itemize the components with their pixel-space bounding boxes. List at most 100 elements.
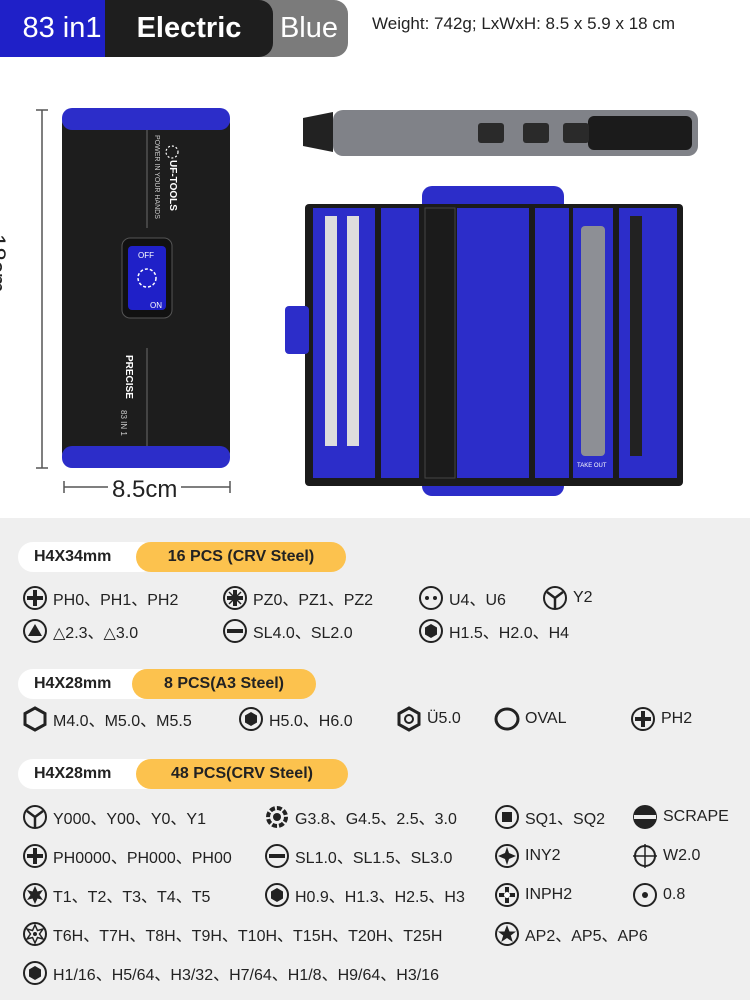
bit-item: W2.0	[632, 843, 700, 869]
bit-label: SQ1、SQ2	[525, 811, 606, 828]
scrape-icon	[633, 805, 657, 829]
type-tag: Electric	[105, 0, 273, 57]
bit-label: OVAL	[525, 710, 567, 727]
product-image-area: 83 in1 Blue Electric Weight: 742g; LxWxH…	[0, 0, 698, 504]
bit-item: PH2	[630, 706, 692, 732]
bit-label: PH2	[661, 710, 693, 727]
bit-label: Y2	[573, 589, 593, 606]
group-count-badge: 8 PCS(A3 Steel)	[132, 669, 316, 699]
bit-item: SCRAPE	[632, 804, 729, 830]
bit-item: H0.9、H1.3、H2.5、H3	[264, 882, 465, 908]
bit-item: PZ0、PZ1、PZ2	[222, 585, 373, 611]
hex-icon	[239, 707, 263, 731]
case-on-label: ON	[150, 301, 162, 310]
bit-label: H5.0、H6.0	[269, 713, 353, 730]
electric-screwdriver-image	[303, 110, 698, 156]
hex-hollow-icon	[397, 706, 421, 732]
tri-wing-icon	[495, 844, 519, 868]
bit-label: SL4.0、SL2.0	[253, 625, 353, 642]
triangle-icon	[23, 619, 47, 643]
bit-label: T6H、T7H、T8H、T9H、T10H、T15H、T20H、T25H	[53, 928, 443, 945]
oval-icon	[494, 707, 520, 731]
width-label: 8.5cm	[108, 476, 182, 504]
bit-label: PZ0、PZ1、PZ2	[253, 592, 374, 609]
hex-socket-icon	[23, 706, 47, 732]
crosshair-icon	[633, 844, 657, 868]
bit-label: Ü5.0	[427, 710, 461, 727]
bit-label: M4.0、M5.0、M5.5	[53, 713, 192, 730]
height-label: 18cm	[0, 230, 10, 297]
phillips-icon	[631, 707, 655, 731]
case-count: 83 IN 1	[119, 410, 128, 436]
bit-item: PH0、PH1、PH2	[22, 585, 178, 611]
group-count-badge: 16 PCS (CRV Steel)	[136, 542, 346, 572]
pozidriv-icon	[223, 586, 247, 610]
bit-item: G3.8、G4.5、2.5、3.0	[264, 804, 457, 830]
y-tip-icon	[543, 586, 567, 610]
spec-text: Weight: 742g; LxWxH: 8.5 x 5.9 x 18 cm	[372, 14, 675, 33]
bit-item: H5.0、H6.0	[238, 706, 353, 732]
bit-item: △2.3、△3.0	[22, 618, 138, 644]
bit-label: T1、T2、T3、T4、T5	[53, 889, 211, 906]
count-tag: 83 in1	[0, 0, 124, 57]
group-size-label: H4X34mm	[18, 542, 156, 572]
bit-label: PH0000、PH000、PH00	[53, 850, 232, 867]
open-case-image	[285, 186, 683, 496]
slotted-icon	[223, 619, 247, 643]
phillips-icon	[23, 844, 47, 868]
hex-icon	[419, 619, 443, 643]
pentalobe-cross-icon	[495, 883, 519, 907]
torx-security-icon	[23, 922, 47, 946]
u-shape-icon	[419, 586, 443, 610]
bit-item: H1/16、H5/64、H3/32、H7/64、H1/8、H9/64、H3/16	[22, 960, 439, 986]
bit-label: H1/16、H5/64、H3/32、H7/64、H1/8、H9/64、H3/16	[53, 967, 439, 984]
bit-item: SQ1、SQ2	[494, 804, 605, 830]
bit-item: SL1.0、SL1.5、SL3.0	[264, 843, 452, 869]
case-precise: PRECISE	[123, 355, 134, 399]
bit-item: Y000、Y00、Y0、Y1	[22, 804, 206, 830]
bit-label: AP2、AP5、AP6	[525, 928, 648, 945]
bit-item: T1、T2、T3、T4、T5	[22, 882, 210, 908]
square-icon	[495, 805, 519, 829]
bit-label: G3.8、G4.5、2.5、3.0	[295, 811, 457, 828]
bit-label: H0.9、H1.3、H2.5、H3	[295, 889, 465, 906]
bit-item: U4、U6	[418, 585, 506, 611]
bit-item: AP2、AP5、AP6	[494, 921, 648, 947]
bit-item: Y2	[542, 585, 593, 611]
phillips-icon	[23, 586, 47, 610]
case-slogan: POWER IN YOUR HANDS	[153, 135, 160, 219]
bit-item: PH0000、PH000、PH00	[22, 843, 232, 869]
slotted-icon	[265, 844, 289, 868]
y-tip-icon	[23, 805, 47, 829]
bit-item: INPH2	[494, 882, 572, 908]
hex-icon	[23, 961, 47, 985]
bit-label: INPH2	[525, 886, 573, 903]
bit-label: PH0、PH1、PH2	[53, 592, 179, 609]
bit-item: T6H、T7H、T8H、T9H、T10H、T15H、T20H、T25H	[22, 921, 442, 947]
dot-icon	[633, 883, 657, 907]
hex-icon	[265, 883, 289, 907]
bit-label: H1.5、H2.0、H4	[449, 625, 570, 642]
bit-item: Ü5.0	[396, 706, 461, 732]
star-icon	[495, 922, 519, 946]
bit-label: 0.8	[663, 886, 686, 903]
bit-label: SL1.0、SL1.5、SL3.0	[295, 850, 453, 867]
bit-label: INY2	[525, 847, 561, 864]
bit-label: U4、U6	[449, 592, 506, 609]
bit-label: Y000、Y00、Y0、Y1	[53, 811, 206, 828]
bit-label: △2.3、△3.0	[53, 625, 139, 642]
take-out-label: TAKE OUT	[577, 463, 607, 469]
bit-item: M4.0、M5.0、M5.5	[22, 706, 192, 732]
bit-item: INY2	[494, 843, 561, 869]
bit-label: W2.0	[663, 847, 701, 864]
case-off-label: OFF	[138, 251, 154, 260]
torx-icon	[23, 883, 47, 907]
bit-item: H1.5、H2.0、H4	[418, 618, 569, 644]
bit-item: 0.8	[632, 882, 685, 908]
gear-icon	[266, 806, 288, 828]
closed-case-image	[62, 108, 230, 468]
bit-label: SCRAPE	[663, 808, 729, 825]
